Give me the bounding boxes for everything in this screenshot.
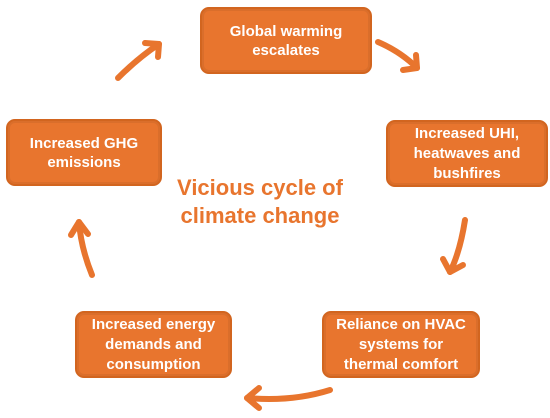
node-uhi-heatwaves-label: Increased UHI, heatwaves and bushfires — [413, 124, 521, 182]
node-ghg-emissions: Increased GHG emissions — [6, 119, 162, 186]
arrow-up-icon — [68, 219, 95, 278]
node-uhi-heatwaves: Increased UHI, heatwaves and bushfires — [386, 120, 548, 187]
node-hvac-reliance: Reliance on HVAC systems for thermal com… — [322, 311, 480, 378]
arrow-right-down-icon — [375, 39, 420, 73]
node-global-warming: Global warming escalates — [200, 7, 372, 74]
arrow-left-icon — [244, 385, 333, 411]
node-global-warming-label: Global warming escalates — [229, 22, 343, 59]
arrow-down-icon — [440, 217, 468, 275]
center-title: Vicious cycle of climate change — [177, 175, 343, 228]
node-ghg-emissions-label: Increased GHG emissions — [29, 134, 139, 171]
arrow-up-right-icon — [115, 40, 162, 81]
node-energy-demands-label: Increased energy demands and consumption — [91, 315, 216, 373]
node-energy-demands: Increased energy demands and consumption — [75, 311, 232, 378]
node-hvac-reliance-label: Reliance on HVAC systems for thermal com… — [336, 315, 466, 373]
